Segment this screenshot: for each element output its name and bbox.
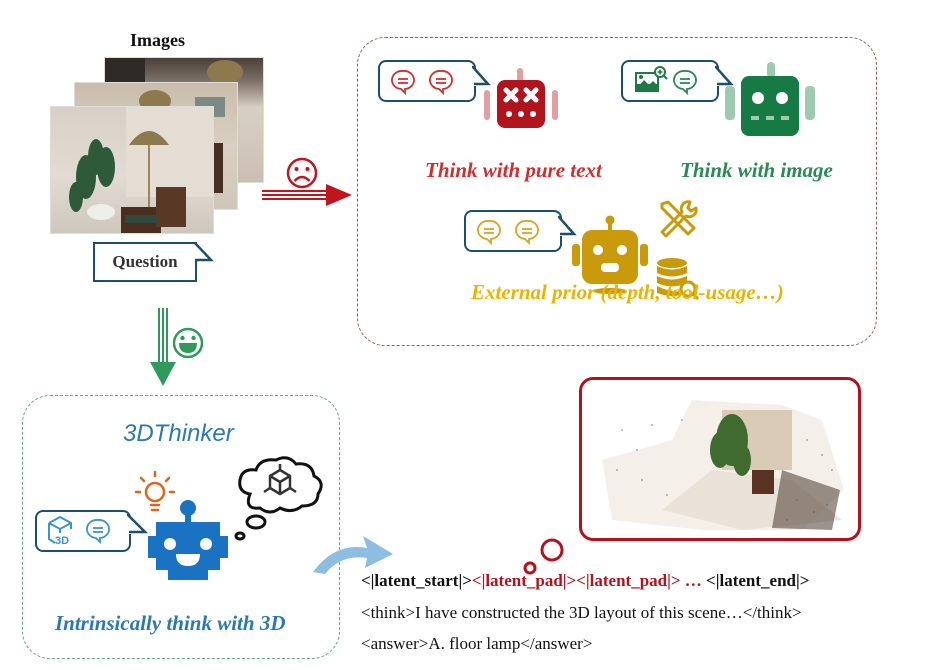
bubble-tail	[472, 66, 491, 86]
point-cloud-panel	[579, 377, 861, 541]
lightbulb-icon	[134, 470, 176, 512]
image-zoom-icon	[635, 66, 668, 92]
answer-line: <answer>A. floor lamp</answer>	[361, 634, 593, 653]
success-arrow	[150, 308, 176, 386]
chat-icon	[477, 220, 501, 246]
chat-icon	[86, 519, 110, 545]
question-label: Question	[112, 252, 178, 271]
cube-icon	[263, 464, 297, 496]
bubble-tail	[715, 66, 734, 86]
latent-start-token: <|latent_start|>	[361, 571, 472, 590]
chat-icon	[515, 220, 539, 246]
bubble-tail	[558, 216, 577, 236]
latent-pad-token: <|latent_pad|>	[471, 571, 577, 590]
chat-icon	[391, 70, 415, 96]
question-bubble-tail	[194, 242, 214, 262]
scene-image-1	[50, 106, 214, 234]
thought-bubbles-red	[523, 538, 564, 575]
latent-token-line: <|latent_start|><|latent_pad|><|latent_p…	[361, 571, 809, 591]
think-line: <think>I have constructed the 3D layout …	[361, 603, 802, 622]
thinker-title: 3DThinker	[123, 420, 234, 447]
label-intrinsic-3d: Intrinsically think with 3D	[55, 611, 286, 635]
svg-text:3D: 3D	[55, 535, 69, 547]
bubble-tail	[127, 514, 149, 534]
speech-bubble-image	[621, 60, 719, 102]
speech-bubble-pure-text	[378, 60, 476, 102]
latent-pad-token: <|latent_pad|>	[576, 571, 681, 590]
point-cloud-image	[602, 400, 844, 530]
chat-icon	[673, 70, 697, 96]
thinker-panel	[22, 395, 340, 659]
label-pure-text: Think with pure text	[425, 158, 602, 182]
chat-icon	[429, 70, 453, 96]
dead-robot-icon	[484, 68, 558, 128]
happy-robot-icon	[148, 500, 228, 580]
latent-ellipsis: …	[680, 571, 707, 590]
label-external-prior: External prior (depth, tool-usage…)	[471, 280, 784, 304]
thought-cloud	[234, 456, 323, 541]
label-think-with-image: Think with image	[680, 158, 833, 182]
speech-bubble-3d	[35, 510, 131, 552]
neutral-robot-icon	[725, 62, 815, 136]
question-bubble	[93, 242, 197, 282]
latent-end-token: <|latent_end|>	[706, 571, 810, 590]
failure-arrow	[262, 184, 352, 206]
happy-face-icon	[172, 327, 204, 359]
surprised-robot-icon	[572, 215, 648, 294]
curved-arrow	[313, 536, 393, 574]
sad-face-icon	[286, 157, 318, 189]
tools-icon	[660, 200, 698, 238]
images-title: Images	[130, 30, 185, 50]
database-search-icon	[657, 258, 700, 301]
cube-3d-icon: 3D	[48, 515, 72, 547]
prior-methods-panel	[357, 37, 877, 346]
